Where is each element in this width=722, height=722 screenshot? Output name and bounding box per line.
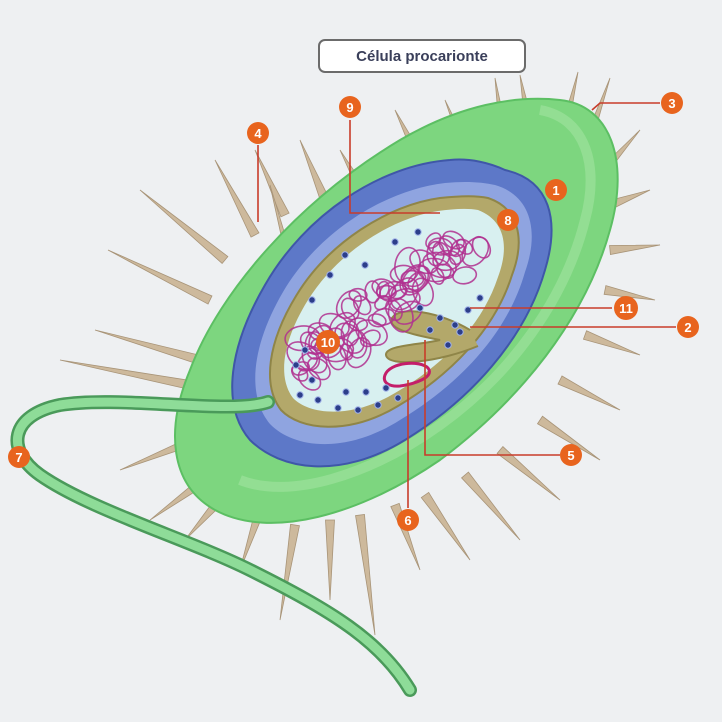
label-text-8: 8: [504, 213, 511, 228]
ribosome: [297, 392, 303, 398]
diagram-title: Célula procarionte: [356, 48, 488, 65]
ribosome: [452, 322, 458, 328]
ribosome: [477, 295, 483, 301]
ribosome: [392, 239, 398, 245]
label-text-2: 2: [684, 320, 691, 335]
ribosome: [375, 402, 381, 408]
ribosome: [427, 327, 433, 333]
label-badge-5: 5: [560, 444, 582, 466]
label-badge-10: 10: [316, 330, 340, 354]
ribosome: [327, 272, 333, 278]
label-text-7: 7: [15, 450, 22, 465]
pilus: [215, 160, 259, 237]
pilus: [326, 520, 335, 600]
title-box: Célula procarionte: [318, 39, 526, 73]
label-badge-4: 4: [247, 122, 269, 144]
ribosome: [355, 407, 361, 413]
ribosome: [343, 389, 349, 395]
label-text-10: 10: [321, 335, 335, 350]
label-badge-2: 2: [677, 316, 699, 338]
pilus: [280, 524, 299, 620]
ribosome: [437, 315, 443, 321]
label-text-1: 1: [552, 183, 559, 198]
label-badge-8: 8: [497, 209, 519, 231]
ribosome: [457, 329, 463, 335]
ribosome: [309, 297, 315, 303]
ribosome: [445, 342, 451, 348]
label-text-6: 6: [404, 513, 411, 528]
pilus: [60, 360, 191, 389]
label-badge-7: 7: [8, 446, 30, 468]
ribosome: [395, 395, 401, 401]
pilus: [140, 190, 228, 263]
pilus: [255, 150, 289, 217]
pilus: [108, 250, 212, 304]
label-text-4: 4: [254, 126, 262, 141]
label-text-11: 11: [619, 301, 633, 316]
label-badge-3: 3: [661, 92, 683, 114]
pilus: [356, 514, 375, 635]
ribosome: [302, 347, 308, 353]
label-badge-11: 11: [614, 296, 638, 320]
ribosome: [383, 385, 389, 391]
pilus: [583, 331, 640, 355]
label-badge-6: 6: [397, 509, 419, 531]
label-badge-1: 1: [545, 179, 567, 201]
label-text-5: 5: [567, 448, 574, 463]
label-text-9: 9: [346, 100, 353, 115]
label-text-3: 3: [668, 96, 675, 111]
pilus: [610, 245, 660, 254]
ribosome: [363, 389, 369, 395]
ribosome: [417, 305, 423, 311]
ribosome: [309, 377, 315, 383]
ribosome: [342, 252, 348, 258]
pilus: [558, 376, 620, 410]
ribosome: [335, 405, 341, 411]
label-badge-9: 9: [339, 96, 361, 118]
pilus: [421, 492, 470, 560]
ribosome: [293, 362, 299, 368]
pilus: [95, 330, 201, 364]
pilus: [462, 472, 520, 540]
ribosome: [415, 229, 421, 235]
ribosome: [315, 397, 321, 403]
ribosome: [362, 262, 368, 268]
